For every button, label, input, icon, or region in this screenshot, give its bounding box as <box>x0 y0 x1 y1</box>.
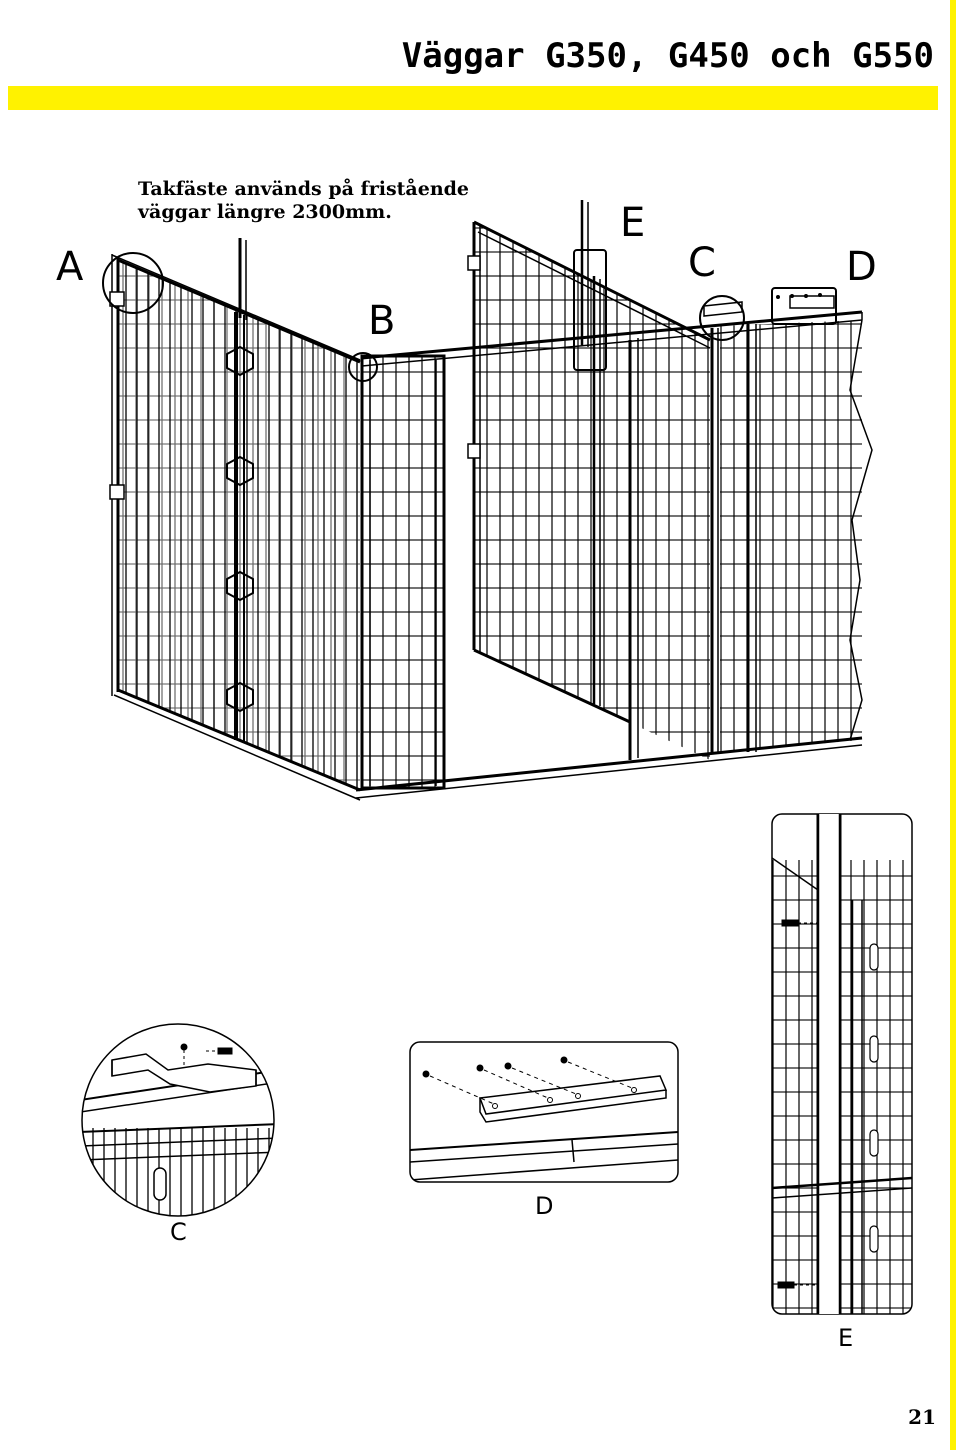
page-title: Väggar G350, G450 och G550 <box>401 36 934 76</box>
detail-label-c: C <box>170 1218 187 1246</box>
callout-label-b: B <box>368 298 396 344</box>
callout-a-circle <box>102 252 164 314</box>
callout-label-e: E <box>620 200 646 246</box>
detail-label-e: E <box>838 1324 854 1352</box>
callout-e-box <box>573 249 607 371</box>
wall-assembly <box>102 200 873 801</box>
front-short-panel <box>360 354 446 790</box>
back-wall-panels <box>467 200 719 760</box>
left-wall-panel <box>109 238 361 801</box>
callout-b-circle <box>348 352 378 382</box>
ceiling-rail <box>361 310 863 367</box>
title-underline-bar <box>8 86 938 110</box>
callout-label-d: D <box>846 244 877 290</box>
detail-label-d: D <box>535 1192 554 1220</box>
detail-e <box>771 813 913 1315</box>
callout-label-a: A <box>56 244 84 290</box>
floor-rail <box>355 736 863 799</box>
callout-label-c: C <box>688 240 716 286</box>
callout-c-circle <box>699 295 745 341</box>
page-number: 21 <box>908 1405 936 1429</box>
page-edge-accent <box>950 0 956 1450</box>
callout-d-box <box>771 287 837 325</box>
right-wall-panel <box>720 319 873 752</box>
note-line-1: Takfäste används på fristående <box>138 178 470 200</box>
note-line-2: väggar längre 2300mm. <box>138 201 392 223</box>
ceiling-mount-note: Takfäste används på fristående väggar lä… <box>138 178 469 224</box>
detail-c <box>81 1023 275 1217</box>
detail-d <box>409 1041 679 1183</box>
